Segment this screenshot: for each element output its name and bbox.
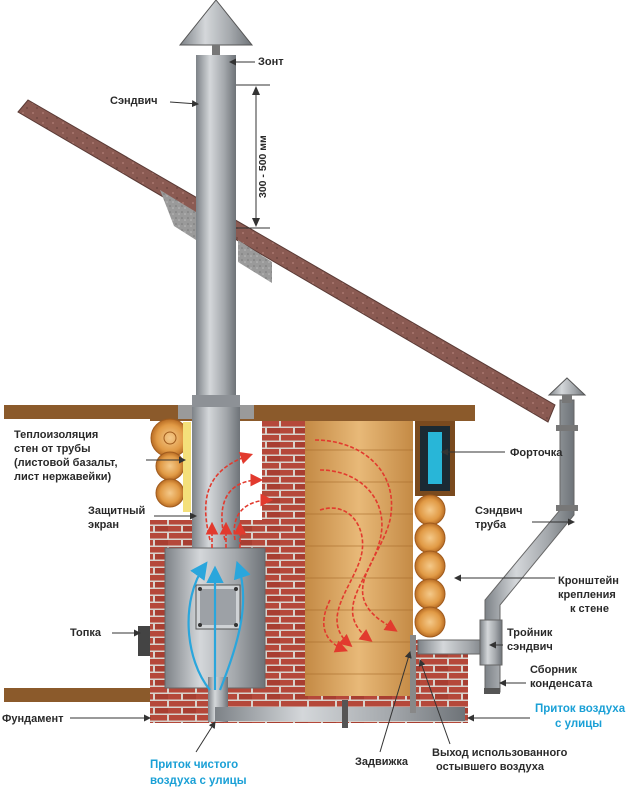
label-sandwich-pipe: Сэндвич труба: [475, 505, 523, 531]
label-inflow-clean: Приток чистого воздуха с улицы: [150, 759, 247, 787]
dimension-label: 300 - 500 мм: [257, 135, 269, 198]
label-exhaust: Выход использованного остывшего воздуха: [432, 747, 568, 773]
svg-text:Выход использованного: Выход использованного: [432, 747, 568, 759]
svg-text:крепления: крепления: [558, 589, 616, 601]
svg-text:труба: труба: [475, 519, 507, 531]
svg-text:Сборник: Сборник: [530, 664, 577, 676]
label-bracket: Кронштейн крепления к стене: [558, 575, 619, 615]
air-duct: [208, 635, 465, 728]
svg-text:Тройник: Тройник: [507, 627, 553, 639]
label-sandwich-top: Сэндвич: [110, 95, 158, 107]
hot-air-flow: [204, 439, 398, 653]
log-wall-left: [150, 418, 191, 512]
label-insulation: Теплоизоляция стен от трубы (листовой ба…: [14, 429, 118, 483]
label-tee: Тройник сэндвич: [507, 627, 553, 653]
label-inflow-street: Приток воздуха с улицы: [535, 703, 626, 730]
svg-text:Теплоизоляция: Теплоизоляция: [14, 429, 98, 441]
label-fortochka: Форточка: [510, 447, 563, 459]
svg-text:конденсата: конденсата: [530, 678, 593, 690]
label-zont: Зонт: [258, 56, 284, 68]
fortochka-window: [428, 432, 442, 484]
floor-beam-left: [4, 405, 154, 419]
label-condensate: Сборник конденсата: [530, 664, 593, 690]
svg-text:экран: экран: [88, 519, 119, 531]
label-foundation: Фундамент: [2, 713, 64, 725]
svg-text:воздуха с улицы: воздуха с улицы: [150, 775, 247, 787]
svg-text:остывшего воздуха: остывшего воздуха: [436, 761, 545, 773]
log-wall-right: [414, 421, 455, 638]
svg-text:стен от трубы: стен от трубы: [14, 443, 90, 455]
main-chimney-pipe: [178, 0, 254, 550]
label-screen: Защитный экран: [88, 505, 145, 531]
inner-wood-wall: [305, 421, 413, 696]
svg-text:Кронштейн: Кронштейн: [558, 575, 619, 587]
svg-text:с улицы: с улицы: [555, 718, 602, 730]
roof: [17, 99, 556, 423]
rain-cap-umbrella: [178, 0, 254, 46]
tee-connector: [417, 639, 491, 655]
dimension-300-500: 300 - 500 мм: [236, 84, 270, 229]
cold-air-flow: [187, 560, 251, 691]
svg-text:к стене: к стене: [570, 603, 609, 615]
leader-lines: [70, 58, 575, 753]
label-topka: Топка: [70, 627, 102, 639]
ground-line-left: [4, 688, 154, 702]
svg-text:лист нержавейки): лист нержавейки): [14, 471, 111, 483]
svg-text:(листовой базальт,: (листовой базальт,: [14, 457, 118, 469]
svg-text:сэндвич: сэндвич: [507, 641, 553, 653]
label-damper: Задвижка: [355, 756, 409, 768]
svg-text:Приток чистого: Приток чистого: [150, 759, 238, 771]
svg-text:Защитный: Защитный: [88, 505, 145, 517]
svg-text:Приток воздуха: Приток воздуха: [535, 703, 626, 715]
svg-text:Сэндвич: Сэндвич: [475, 505, 523, 517]
